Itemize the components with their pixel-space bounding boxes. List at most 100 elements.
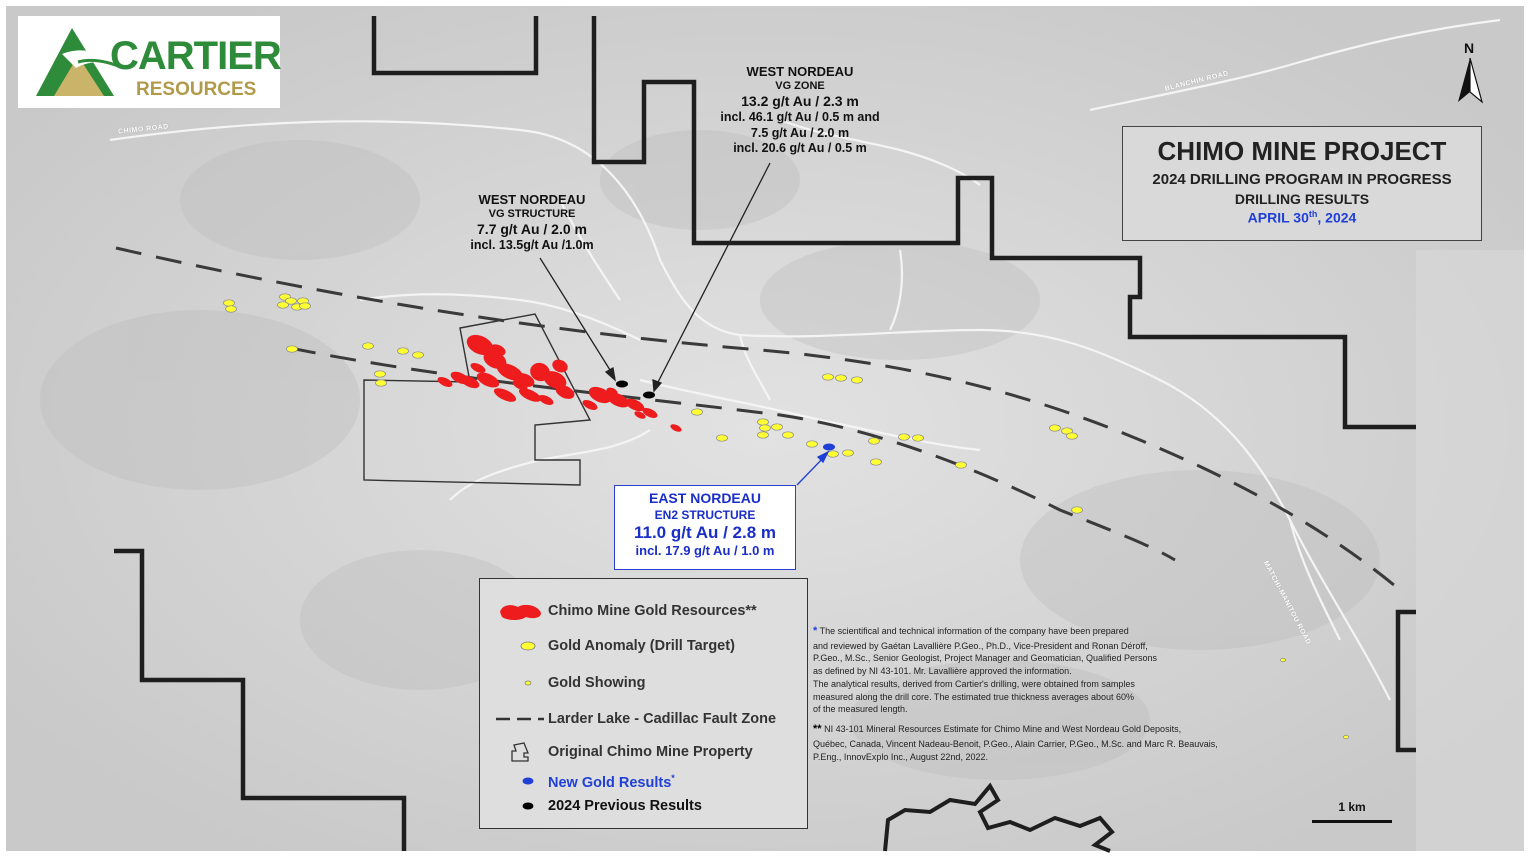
blue-ellipse-icon — [522, 777, 534, 785]
previous-result-marker[interactable] — [643, 391, 655, 399]
east-nordeau-result: 11.0 g/t Au / 2.8 m — [633, 523, 777, 542]
gold-anomaly-marker — [299, 302, 311, 310]
gold-resource-blob — [555, 385, 575, 399]
vg-zone-result: 13.2 g/t Au / 2.3 m — [741, 93, 859, 110]
gold-anomaly-marker — [759, 424, 771, 432]
vg-structure-incl: incl. 13.5g/t Au /1.0m — [470, 238, 594, 253]
small-yellow-dot-icon — [524, 680, 532, 686]
gold-anomaly-marker — [374, 370, 386, 378]
legend-label: Chimo Mine Gold Resources** — [548, 603, 757, 619]
vg-zone-result-2: 7.5 g/t Au / 2.0 m — [750, 125, 850, 140]
footnote-line: of the measured length. — [813, 704, 908, 715]
legend-label: Gold Anomaly (Drill Target) — [548, 638, 735, 654]
red-blob-icon — [500, 604, 541, 620]
new-gold-result-marker[interactable] — [823, 443, 835, 451]
footnote-1: * The scientifical and technical informa… — [813, 624, 1303, 716]
gold-anomaly-marker — [912, 434, 924, 442]
west-nordeau-vg-structure-label: WEST NORDEAU VG STRUCTURE 7.7 g/t Au / 2… — [432, 192, 632, 254]
legend-label: Larder Lake - Cadillac Fault Zone — [548, 711, 777, 727]
gold-anomaly-marker — [285, 297, 297, 305]
gold-resource-blob — [642, 408, 658, 418]
gold-anomaly-marker — [822, 373, 834, 381]
gold-anomaly-marker — [870, 458, 882, 466]
gold-anomaly-marker — [375, 379, 387, 387]
footnote-line: The analytical results, derived from Car… — [813, 678, 1135, 689]
footnote-2-marker: ** — [813, 723, 822, 736]
vg-zone-incl-1: incl. 46.1 g/t Au / 0.5 m and — [720, 110, 880, 125]
dashed-line-icon — [496, 717, 544, 721]
gold-anomaly-marker — [851, 376, 863, 384]
gold-anomaly-marker — [1049, 424, 1061, 432]
legend-label: New Gold Results* — [548, 773, 675, 791]
relief-shading — [40, 130, 1380, 780]
footnote-line: P.Geo., M.Sc., Senior Geologist, Project… — [813, 653, 1158, 664]
footnote-line: The scientifical and technical informati… — [819, 626, 1129, 636]
gold-anomaly-marker — [806, 440, 818, 448]
vg-zone-subtitle: VG ZONE — [775, 79, 825, 92]
gold-anomaly-marker — [362, 342, 374, 350]
east-nordeau-label: EAST NORDEAU EN2 STRUCTURE 11.0 g/t Au /… — [614, 485, 796, 570]
legend-item-fault: Larder Lake - Cadillac Fault Zone — [480, 708, 807, 730]
gold-resource-blob — [625, 398, 645, 412]
legend-item-resources: Chimo Mine Gold Resources** — [480, 600, 807, 622]
map-legend: Chimo Mine Gold Resources** Gold Anomaly… — [479, 578, 808, 829]
logo-subtitle: RESOURCES — [136, 79, 257, 100]
gold-resource-blob — [493, 388, 517, 402]
gold-anomaly-marker — [223, 299, 235, 307]
gold-resource-blob — [670, 424, 682, 432]
previous-result-marker[interactable] — [616, 380, 628, 388]
north-arrow: N — [1452, 40, 1488, 106]
east-nordeau-incl: incl. 17.9 g/t Au / 1.0 m — [635, 543, 775, 558]
legend-item-new-results: New Gold Results* — [480, 770, 807, 792]
gold-anomaly-marker — [1066, 432, 1078, 440]
gold-resource-blob — [588, 386, 612, 404]
legend-label: 2024 Previous Results — [548, 798, 702, 814]
vg-zone-title: WEST NORDEAU — [746, 64, 854, 79]
scale-bar: 1 km — [1308, 800, 1396, 828]
legend-item-anomaly: Gold Anomaly (Drill Target) — [480, 635, 807, 657]
gold-resource-blob — [512, 380, 528, 390]
gold-anomaly-marker — [716, 434, 728, 442]
east-nordeau-arrow — [796, 450, 830, 486]
footnote-line: and reviewed by Gaétan Lavallière P.Geo.… — [813, 640, 1148, 651]
vg-structure-subtitle: VG STRUCTURE — [488, 207, 576, 220]
gold-anomalies — [223, 293, 1349, 740]
black-ellipse-icon — [522, 802, 534, 810]
date-label: APRIL 30th, 2024 — [1247, 209, 1357, 226]
legend-item-showing: Gold Showing — [480, 672, 807, 694]
gold-resource-blob — [552, 359, 568, 373]
gold-anomaly-marker — [835, 374, 847, 382]
gold-resource-blob — [437, 377, 453, 387]
drilling-results-label: DRILLING RESULTS — [1234, 191, 1370, 207]
gold-anomaly-marker — [782, 431, 794, 439]
gold-anomaly-marker — [412, 351, 424, 359]
map-right-margin — [1416, 250, 1524, 851]
gold-showing-marker — [1280, 657, 1286, 663]
gold-anomaly-marker — [1071, 506, 1083, 514]
lake-outline — [883, 782, 1115, 853]
vg-zone-incl-2: incl. 20.6 g/t Au / 0.5 m — [733, 140, 867, 155]
scale-label: 1 km — [1338, 800, 1366, 814]
legend-label: Gold Showing — [548, 675, 646, 691]
east-nordeau-title: EAST NORDEAU — [648, 490, 761, 506]
footnote-line: Québec, Canada, Vincent Nadeau-Benoit, P… — [813, 738, 1218, 749]
gold-resource-blob — [470, 363, 486, 373]
gold-anomaly-marker — [898, 433, 910, 441]
north-arrow-icon — [1458, 57, 1484, 104]
west-nordeau-vg-zone-label: WEST NORDEAU VG ZONE 13.2 g/t Au / 2.3 m… — [690, 64, 910, 156]
gold-resource-blob — [450, 371, 470, 385]
footnotes: * The scientifical and technical informa… — [813, 624, 1303, 763]
project-title-box: CHIMO MINE PROJECT 2024 DRILLING PROGRAM… — [1122, 126, 1482, 241]
callout-arrows — [539, 162, 771, 393]
gold-anomaly-marker — [757, 418, 769, 426]
gold-anomaly-marker — [277, 301, 289, 309]
gold-anomaly-marker — [286, 345, 298, 353]
property-boundaries — [114, 16, 1416, 851]
gold-anomaly-marker — [842, 449, 854, 457]
legend-item-property: Original Chimo Mine Property — [480, 741, 807, 763]
north-label: N — [1464, 40, 1475, 56]
gold-resource-blob — [490, 344, 506, 356]
gold-resource-blob — [538, 395, 554, 405]
gold-anomaly-marker — [691, 408, 703, 416]
gold-anomaly-marker — [771, 423, 783, 431]
